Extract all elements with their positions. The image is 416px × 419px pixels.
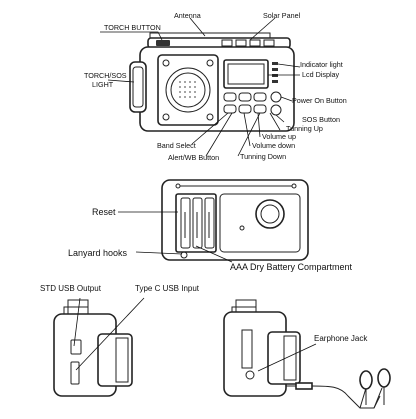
earphones-icon [286, 368, 391, 409]
label-torch-sos-light-1: TORCH/SOS [84, 71, 127, 80]
usb-port-shape [70, 339, 82, 355]
torch-button-shape [156, 40, 170, 46]
label-band-select: Band Select [157, 141, 196, 150]
label-std-usb-output: STD USB Output [40, 284, 102, 293]
radio-front-view: TORCH BUTTON Antenna Solar Panel TORCH/S… [84, 11, 347, 162]
label-indicator-light: Indicator light [300, 60, 343, 69]
label-tuning-up: Tunning Up [286, 124, 323, 133]
torch-lamp-shape [129, 61, 147, 113]
label-lcd-display: Lcd Display [302, 70, 340, 79]
label-sos-button: SOS Button [302, 115, 340, 124]
label-solar-panel: Solar Panel [263, 11, 301, 20]
label-aaa-battery: AAA Dry Battery Compartment [230, 262, 353, 272]
radio-side-view-usb: STD USB Output Type C USB Input [40, 284, 200, 397]
label-torch-button: TORCH BUTTON [104, 23, 161, 32]
radio-side-view-earphone: Earphone Jack [223, 299, 391, 409]
lcd-display-shape [223, 59, 269, 89]
earphone-jack-shape [245, 370, 255, 380]
label-torch-sos-light-2: LIGHT [92, 80, 114, 89]
label-lanyard-hooks: Lanyard hooks [68, 248, 128, 258]
label-type-c-usb-input: Type C USB Input [135, 284, 200, 293]
label-tuning-down: Tunning Down [240, 152, 286, 161]
label-earphone-jack: Earphone Jack [314, 334, 368, 343]
label-antenna: Antenna [174, 11, 201, 20]
label-reset: Reset [92, 207, 116, 217]
speaker-grille [157, 54, 219, 126]
solar-panel-slats [221, 39, 275, 47]
label-volume-down: Volume down [252, 141, 295, 150]
label-alert-wb-button: Alert/WB Button [168, 153, 219, 162]
label-power-on-button: Power On Button [292, 96, 347, 105]
label-volume-up: Volume up [262, 132, 296, 141]
indicator-light-dots [272, 62, 278, 83]
radio-back-view: Reset Lanyard hooks AAA Dry Battery Comp… [68, 179, 353, 272]
